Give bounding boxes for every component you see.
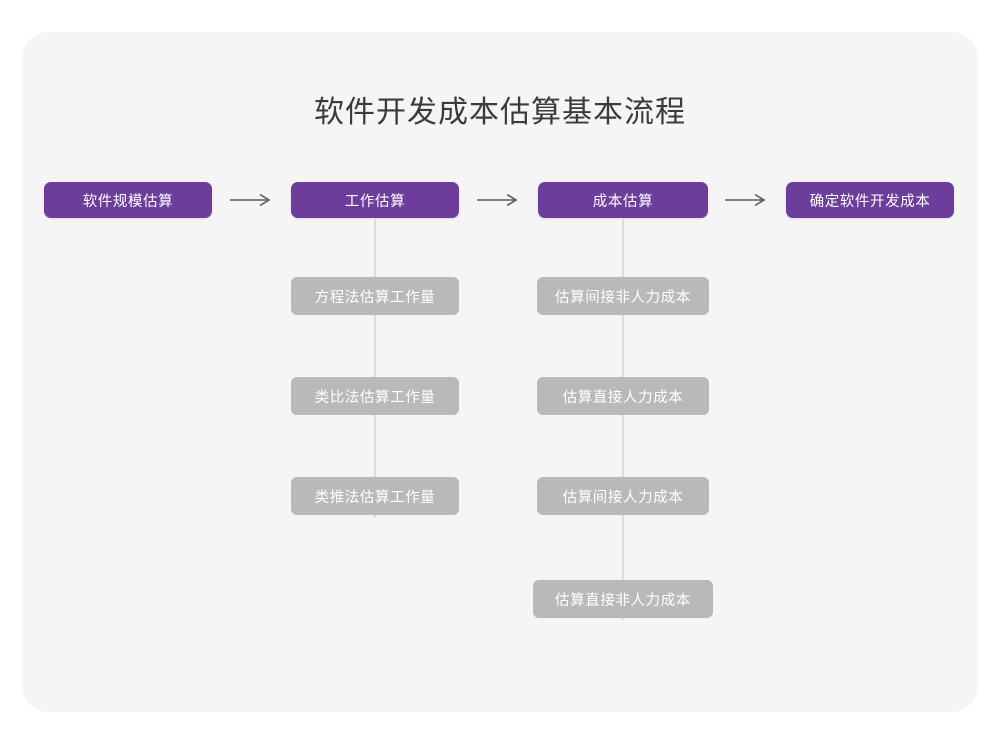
substep-indirect-non-labor-cost[interactable]: 估算间接非人力成本 — [537, 277, 709, 315]
substep-label: 方程法估算工作量 — [314, 289, 436, 306]
page-title: 软件开发成本估算基本流程 — [314, 96, 686, 129]
substep-inference-method-workload[interactable]: 类推法估算工作量 — [291, 477, 459, 515]
flow-stage-cost-estimation[interactable]: 成本估算 — [538, 182, 708, 218]
substep-equation-method-workload[interactable]: 方程法估算工作量 — [291, 277, 459, 315]
long-right-arrow-icon — [222, 182, 282, 218]
substep-direct-labor-cost[interactable]: 估算直接人力成本 — [537, 377, 709, 415]
substep-indirect-labor-cost[interactable]: 估算间接人力成本 — [537, 477, 709, 515]
substep-label: 估算直接非人力成本 — [555, 592, 691, 609]
diagram-card — [22, 32, 978, 712]
flow-stage-label: 确定软件开发成本 — [809, 193, 931, 210]
long-right-arrow-icon — [469, 182, 529, 218]
flow-stage-software-scale-estimation[interactable]: 软件规模估算 — [44, 182, 212, 218]
flow-stage-label: 成本估算 — [592, 193, 654, 210]
connector-line-work-estimation — [374, 218, 376, 518]
long-right-arrow-icon — [717, 182, 777, 218]
substep-label: 估算直接人力成本 — [562, 389, 684, 406]
substep-analogy-method-workload[interactable]: 类比法估算工作量 — [291, 377, 459, 415]
flow-stage-work-estimation[interactable]: 工作估算 — [291, 182, 459, 218]
flow-stage-label: 工作估算 — [344, 193, 406, 210]
substep-label: 估算间接非人力成本 — [555, 289, 691, 306]
substep-direct-non-labor-cost[interactable]: 估算直接非人力成本 — [533, 580, 713, 618]
substep-label: 估算间接人力成本 — [562, 489, 684, 506]
substep-label: 类比法估算工作量 — [314, 389, 436, 406]
flow-stage-label: 软件规模估算 — [82, 193, 174, 210]
flow-stage-determine-development-cost[interactable]: 确定软件开发成本 — [786, 182, 954, 218]
substep-label: 类推法估算工作量 — [314, 489, 436, 506]
connector-line-cost-estimation — [622, 218, 624, 620]
